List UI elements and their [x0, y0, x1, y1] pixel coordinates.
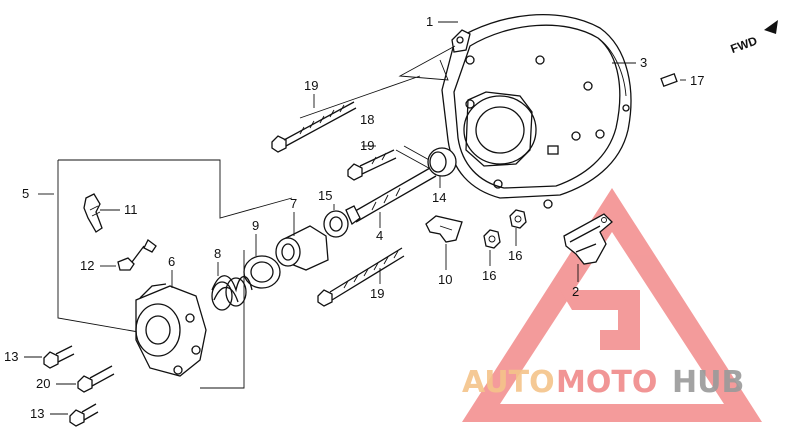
callout-1: 1	[426, 14, 433, 29]
callout-labels: 1 2 3 4 5 6 7 8 9 10 11 12 13 13 14 15 1…	[4, 14, 704, 421]
callout-13-lower: 13	[30, 406, 44, 421]
watermark-moto: MOTO	[556, 365, 657, 400]
callout-8: 8	[214, 246, 221, 261]
nut-16-right	[509, 209, 527, 229]
bearing-15	[323, 210, 349, 238]
callout-19-middle: 19	[360, 138, 374, 153]
collar-14	[427, 147, 457, 177]
clip-10	[425, 215, 463, 243]
bolt-13-upper	[43, 345, 75, 369]
nut-16-left	[483, 229, 501, 249]
bolt-20	[77, 365, 115, 393]
callout-17: 17	[690, 73, 704, 88]
callout-3: 3	[640, 55, 647, 70]
callout-4: 4	[376, 228, 383, 243]
callout-15: 15	[318, 188, 332, 203]
callout-20: 20	[36, 376, 50, 391]
callout-2: 2	[572, 284, 579, 299]
callout-10: 10	[438, 272, 452, 287]
cap-12	[117, 239, 157, 271]
watermark-hub: HUB	[672, 365, 744, 400]
leader-lines	[24, 21, 686, 415]
watermark-text: AUTO MOTO HUB	[462, 365, 744, 400]
callout-6: 6	[168, 254, 175, 269]
callout-7: 7	[290, 196, 297, 211]
pin-17	[660, 73, 678, 87]
callout-19-upper: 19	[304, 78, 318, 93]
slave-cylinder-6	[135, 283, 207, 377]
callout-5: 5	[22, 186, 29, 201]
watermark-logo	[462, 188, 762, 422]
clutch-cover	[441, 14, 632, 209]
callout-19-lower: 19	[370, 286, 384, 301]
callout-11: 11	[124, 202, 138, 217]
bolt-19-upper	[271, 101, 357, 153]
seal-9	[243, 255, 281, 289]
bolt-19-lower	[317, 247, 405, 307]
callout-16-left: 16	[482, 268, 496, 283]
callout-9: 9	[252, 218, 259, 233]
fwd-label: FWD	[729, 33, 760, 56]
assembly-outline	[57, 45, 456, 389]
callout-14: 14	[432, 190, 446, 205]
bolt-13-lower	[69, 403, 99, 427]
callout-12: 12	[80, 258, 94, 273]
watermark-auto: AUTO	[462, 365, 555, 400]
callout-18: 18	[360, 112, 374, 127]
callout-16-right: 16	[508, 248, 522, 263]
callout-13-upper: 13	[4, 349, 18, 364]
piston-7	[275, 225, 329, 271]
spring-8	[211, 275, 253, 311]
fwd-indicator: FWD	[729, 20, 778, 56]
bleeder-11	[83, 193, 103, 233]
bolt-19-middle	[347, 149, 397, 181]
fwd-arrow-icon	[764, 20, 778, 34]
shaft-4	[345, 145, 441, 226]
bracket-2	[563, 213, 613, 265]
